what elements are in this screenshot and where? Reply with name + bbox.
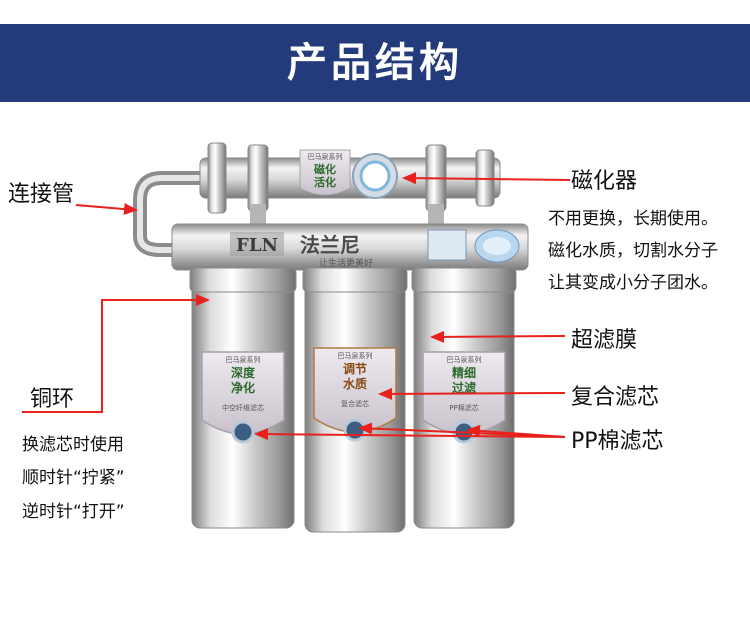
magnetizer-series-text: 巴马泉系列 <box>308 152 343 161</box>
label-copper-ring: 铜环 <box>30 387 75 412</box>
brand-name: 法兰尼 <box>300 233 360 257</box>
pointer-arrows <box>22 172 571 441</box>
ring-desc-3: 逆时针“打开” <box>22 502 125 522</box>
magnetizer-desc-3: 让其变成小分子团水。 <box>548 273 718 293</box>
arrow-uf-membrane <box>430 330 566 343</box>
magnetizer-tube <box>199 142 501 224</box>
label-pp-filter: PP棉滤芯 <box>571 429 664 454</box>
canister-2-badge-line1: 调节 <box>343 361 367 376</box>
canister-3-badge-line1: 精细 <box>452 365 476 380</box>
brand-slogan: 让生活更美好 <box>319 257 373 269</box>
canister-2-caption: 复合滤芯 <box>341 399 369 408</box>
connector-pipe <box>133 171 212 257</box>
filter-canister-2 <box>302 267 408 533</box>
label-uf-membrane: 超滤膜 <box>571 328 638 353</box>
arrow-magnetizer <box>402 172 571 185</box>
filter-canister-1 <box>189 267 297 529</box>
canister-3-series: 巴马泉系列 <box>447 355 482 364</box>
header-banner: 产品结构 <box>0 24 750 102</box>
magnetizer-badge-line2: 活化 <box>314 175 336 189</box>
canister-3-badge-line2: 过滤 <box>452 380 476 395</box>
magnetizer-desc-1: 不用更换，长期使用。 <box>548 209 718 229</box>
arrow-composite-filter <box>378 387 566 400</box>
label-magnetizer: 磁化器 <box>571 169 638 194</box>
canister-1-series: 巴马泉系列 <box>226 355 261 364</box>
ring-desc-2: 顺时针“拧紧” <box>22 468 125 488</box>
canister-1-caption: 中空纤维滤芯 <box>222 403 264 412</box>
label-connector-pipe: 连接管 <box>8 182 75 207</box>
magnetizer-badge-line1: 磁化 <box>314 162 336 176</box>
page-title: 产品结构 <box>287 40 463 86</box>
label-composite-filter: 复合滤芯 <box>571 385 660 410</box>
filter-canister-3 <box>411 267 517 529</box>
arrow-connector-pipe <box>75 203 138 215</box>
canister-1-badge-line2: 净化 <box>231 380 255 395</box>
arrow-copper-ring <box>22 294 210 413</box>
arrow-pp-filter-1 <box>254 428 566 441</box>
magnetizer-desc-2: 磁化水质，切割水分子 <box>548 241 718 261</box>
canister-2-series: 巴马泉系列 <box>338 351 373 360</box>
canister-3-caption: PP棉滤芯 <box>449 403 478 412</box>
canister-1-badge-line1: 深度 <box>231 365 256 380</box>
ring-desc-1: 换滤芯时使用 <box>22 435 124 455</box>
arrow-pp-filter-2 <box>358 422 566 438</box>
brand-logo: FLN <box>236 235 278 256</box>
canister-2-badge-line2: 水质 <box>343 376 367 391</box>
